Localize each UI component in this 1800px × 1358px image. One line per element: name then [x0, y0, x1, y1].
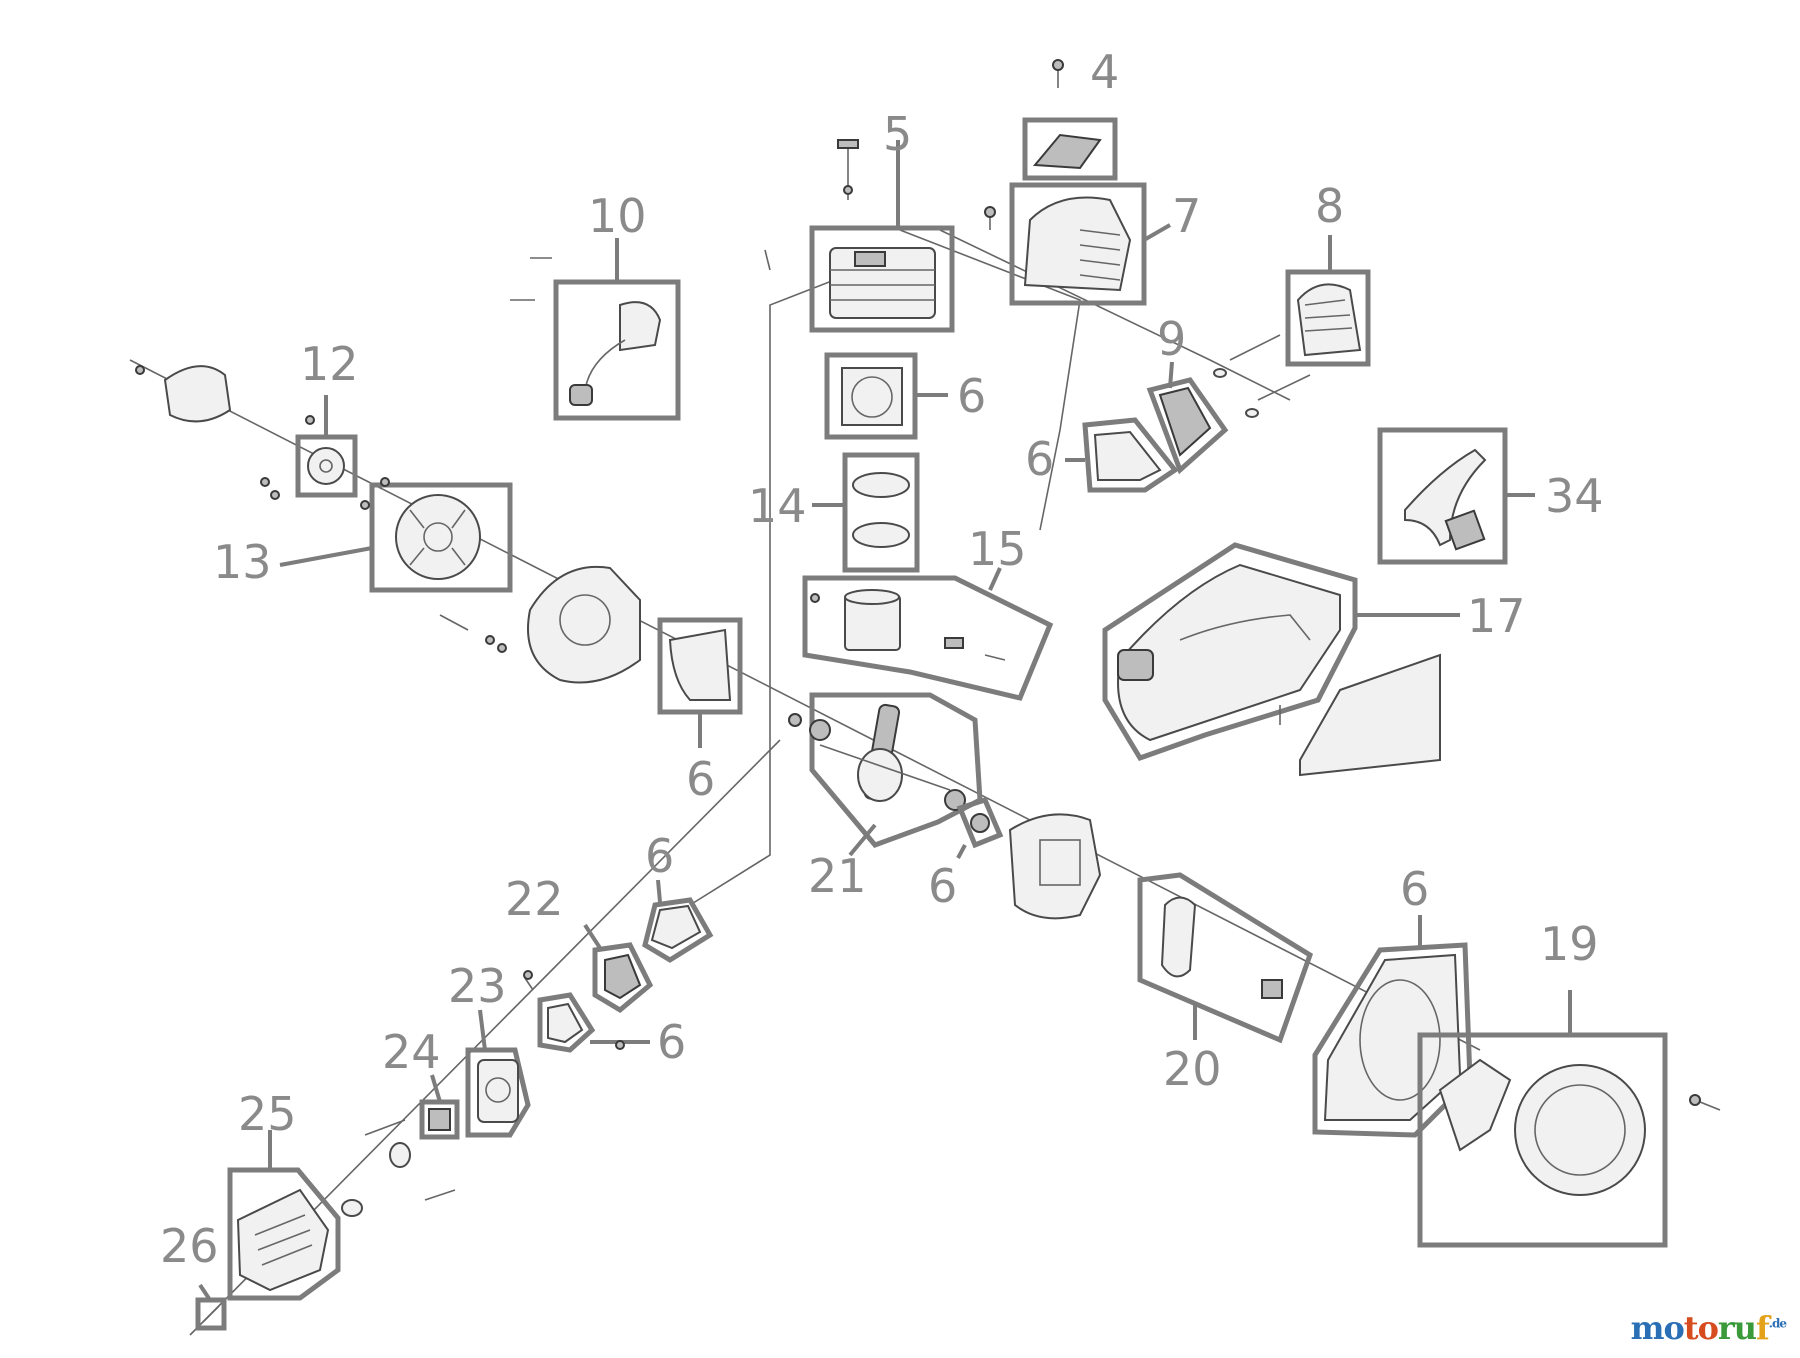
part-22[interactable]: 22 [505, 872, 654, 1014]
label-20: 20 [1163, 1042, 1222, 1096]
part-15[interactable]: 15 [802, 522, 1054, 701]
label-6-cyl: 6 [957, 369, 986, 423]
part-6-gasket-carb-lower[interactable]: 6 [537, 992, 686, 1069]
brand-logo: motoruf.de [1630, 1309, 1787, 1347]
label-26: 26 [160, 1219, 219, 1273]
label-6-crankcase-left: 6 [686, 752, 715, 806]
assembly-axis-lines [129, 229, 1481, 1336]
part-6-gasket-crankcase-left[interactable]: 6 [657, 617, 743, 806]
part-17[interactable]: 17 [1102, 542, 1526, 777]
label-12: 12 [300, 337, 359, 391]
part-34[interactable]: 34 [1377, 427, 1604, 565]
part-24[interactable]: 24 [382, 1025, 460, 1140]
label-19: 19 [1540, 917, 1599, 971]
part-6-gasket-starter[interactable]: 6 [1312, 862, 1473, 1138]
label-7: 7 [1172, 189, 1201, 243]
label-6-head: 6 [1025, 432, 1054, 486]
part-8[interactable]: 8 [1213, 179, 1371, 418]
label-9: 9 [1157, 312, 1186, 366]
label-6-carb-lower: 6 [657, 1015, 686, 1069]
part-5[interactable]: 5 [764, 107, 955, 333]
label-34: 34 [1545, 469, 1604, 523]
part-7[interactable]: 7 [984, 182, 1201, 306]
label-22: 22 [505, 872, 564, 926]
part-10[interactable]: 10 [510, 189, 681, 421]
crankcase-half [439, 566, 641, 684]
label-5: 5 [883, 107, 912, 161]
label-23: 23 [448, 959, 507, 1013]
label-6-starter: 6 [1400, 862, 1429, 916]
label-6-seal-right: 6 [928, 859, 957, 913]
part-14[interactable]: 14 [748, 452, 920, 573]
part-4[interactable]: 4 [1022, 45, 1119, 181]
part-25[interactable]: 25 [227, 1087, 341, 1301]
label-10: 10 [588, 189, 647, 243]
label-13: 13 [213, 535, 272, 589]
part-6-gasket-cylinder[interactable]: 6 [824, 352, 986, 440]
intake-fasteners [341, 1119, 456, 1217]
label-25: 25 [238, 1087, 297, 1141]
part-19[interactable]: 19 [1417, 917, 1721, 1248]
label-14: 14 [748, 479, 807, 533]
part-23[interactable]: 23 [448, 959, 534, 1138]
part-12[interactable]: 12 [135, 337, 359, 500]
label-21: 21 [808, 849, 867, 903]
part-13[interactable]: 13 [213, 477, 513, 593]
part-21[interactable]: 21 [788, 692, 983, 903]
part-6-gasket-head[interactable]: 6 [1025, 417, 1179, 493]
crankcase-housing [1008, 813, 1102, 920]
part-26[interactable]: 26 [160, 1219, 227, 1331]
part-6-gasket-carb-upper[interactable]: 6 [642, 829, 714, 963]
part-6-seal-right[interactable]: 6 [928, 796, 1004, 913]
part-20[interactable]: 20 [1137, 872, 1314, 1096]
label-8: 8 [1315, 179, 1344, 233]
label-24: 24 [382, 1025, 441, 1079]
label-15: 15 [968, 522, 1027, 576]
label-6-carb-upper: 6 [645, 829, 674, 883]
label-4: 4 [1090, 45, 1119, 99]
label-17: 17 [1467, 589, 1526, 643]
part-9[interactable]: 9 [1146, 312, 1229, 475]
